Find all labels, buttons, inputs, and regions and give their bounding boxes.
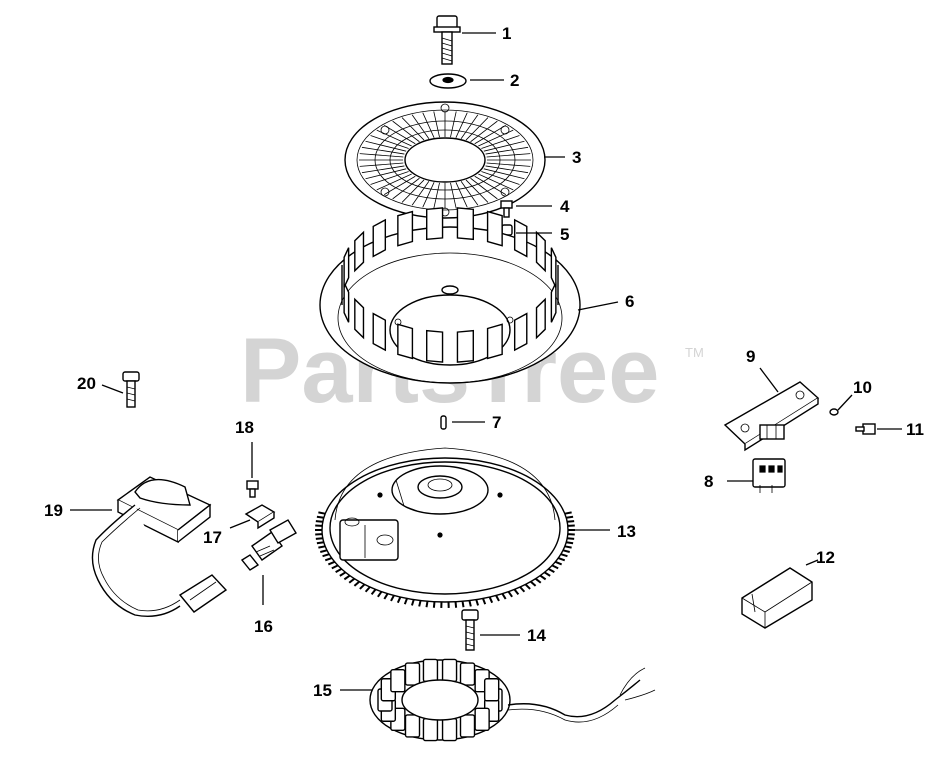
screw-part-4[interactable]: [500, 200, 513, 218]
screw-part-18[interactable]: [246, 480, 259, 498]
callout-13[interactable]: 13: [617, 522, 636, 541]
bolt-part-14[interactable]: [461, 609, 479, 651]
callout-3[interactable]: 3: [572, 148, 581, 167]
callout-4[interactable]: 4: [560, 197, 570, 216]
callout-17[interactable]: 17: [203, 528, 222, 547]
callout-15[interactable]: 15: [313, 681, 332, 700]
callout-9[interactable]: 9: [746, 347, 755, 366]
clip-part-17[interactable]: [244, 504, 276, 530]
callout-7[interactable]: 7: [492, 413, 501, 432]
callout-2[interactable]: 2: [510, 71, 519, 90]
lockwasher-part-10[interactable]: [829, 408, 839, 416]
callout-5[interactable]: 5: [560, 225, 569, 244]
callout-18[interactable]: 18: [235, 418, 254, 437]
callout-8[interactable]: 8: [704, 472, 713, 491]
washer-part-2[interactable]: [429, 73, 467, 89]
callout-20[interactable]: 20: [77, 374, 96, 393]
ignition-coil-part-19[interactable]: [91, 476, 228, 618]
grass-screen-part-3[interactable]: [344, 101, 546, 219]
key-part-7[interactable]: [440, 415, 447, 430]
stator-part-15[interactable]: [369, 658, 656, 742]
callout-labels: 1 2 3 4 5 6 7 8 9 10 11 12 13 14 15 16 1…: [44, 24, 924, 700]
cover-part-12[interactable]: [741, 567, 813, 629]
bolt-part-1[interactable]: [433, 15, 461, 65]
callout-16[interactable]: 16: [254, 617, 273, 636]
callout-11[interactable]: 11: [906, 420, 924, 439]
spark-plug-part-16[interactable]: [240, 519, 297, 571]
callout-6[interactable]: 6: [625, 292, 634, 311]
screw-part-11[interactable]: [855, 423, 876, 435]
flywheel-part-13[interactable]: [315, 447, 575, 609]
regulator-part-9[interactable]: [723, 381, 820, 452]
watermark-trademark: TM: [685, 345, 704, 360]
callout-14[interactable]: 14: [527, 626, 546, 645]
fan-part-6[interactable]: [319, 207, 581, 384]
callout-19[interactable]: 19: [44, 501, 63, 520]
callout-12[interactable]: 12: [816, 548, 835, 567]
connector-part-8[interactable]: [752, 458, 786, 493]
bolt-part-20[interactable]: [122, 371, 140, 408]
callout-10[interactable]: 10: [853, 378, 872, 397]
callout-1[interactable]: 1: [502, 24, 511, 43]
leader-lines: [70, 32, 902, 691]
